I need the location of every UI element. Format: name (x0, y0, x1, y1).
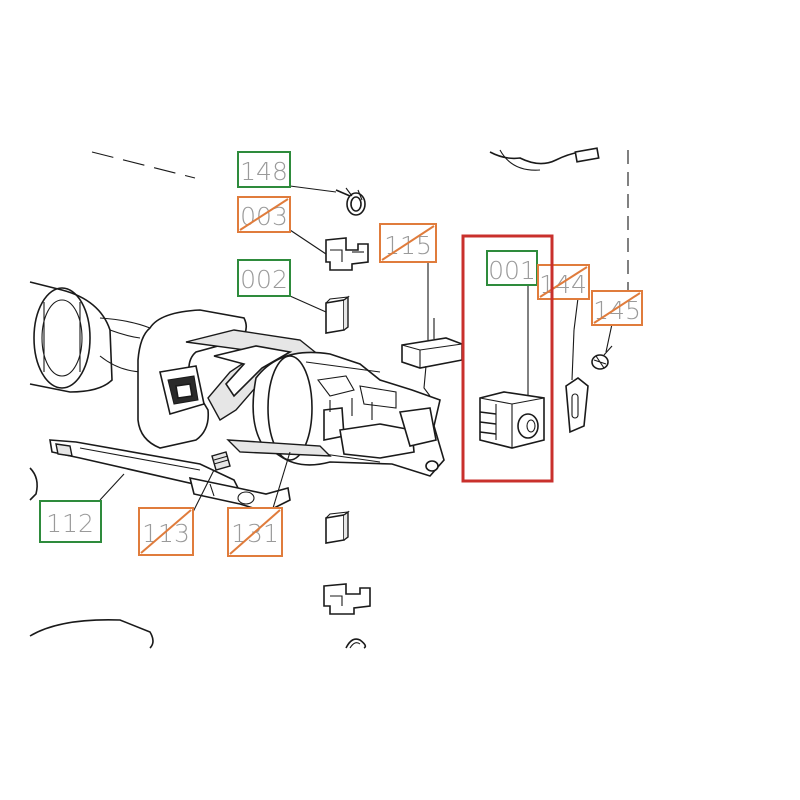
callout-001-box (486, 250, 538, 286)
carbon-brush-002-part (325, 295, 350, 334)
callout-003[interactable]: 003 (237, 196, 291, 233)
callout-115-strike (381, 225, 435, 261)
brush-holder-lower-part (323, 583, 371, 615)
callout-113[interactable]: 113 (138, 507, 194, 556)
callout-145[interactable]: 145 (591, 290, 643, 326)
callout-115[interactable]: 115 (379, 223, 437, 263)
switch-001-part (479, 391, 545, 449)
capacitor-115-part (401, 318, 463, 397)
callout-131-label: 131 (231, 519, 279, 548)
callout-131-strike (229, 509, 281, 555)
callout-148[interactable]: 148 (237, 151, 291, 188)
callout-115-label: 115 (384, 231, 432, 260)
callout-112[interactable]: 112 (39, 500, 102, 543)
screw-145-part (591, 345, 613, 370)
construction-lines (91, 150, 629, 290)
motor-fragment (489, 147, 600, 171)
callout-002-label: 002 (240, 265, 288, 294)
callout-144-label: 144 (539, 270, 587, 299)
callout-113-label: 113 (142, 519, 190, 548)
callout-113-strike (140, 509, 192, 554)
callout-131[interactable]: 131 (227, 507, 283, 557)
callout-144[interactable]: 144 (537, 264, 590, 300)
callout-148-box (237, 151, 291, 188)
callout-145-label: 145 (593, 296, 641, 325)
callout-003-strike (239, 198, 289, 231)
slider-plate-144-part (565, 329, 589, 434)
spring-113-part (211, 451, 231, 471)
callouts: 148 003 002 115 001 144 145 (39, 151, 643, 557)
callout-144-strike (539, 266, 588, 298)
callout-145-strike (593, 292, 641, 324)
brush-holder-003-part (325, 237, 369, 271)
selected-part-highlight (461, 234, 554, 483)
callout-112-box (39, 500, 102, 543)
callout-001-label: 001 (488, 256, 536, 285)
callout-112-label: 112 (46, 509, 94, 538)
spring-148-part (335, 187, 366, 216)
housing-fragment-lower (29, 467, 154, 649)
callout-001[interactable]: 001 (486, 250, 538, 286)
callout-002[interactable]: 002 (237, 259, 291, 297)
carbon-brush-lower-part (325, 510, 350, 544)
callout-002-box (237, 259, 291, 297)
main-housing-assembly (29, 281, 445, 477)
callout-003-label: 003 (240, 202, 288, 231)
lever-131-part (188, 476, 291, 513)
spring-lower-part (345, 638, 367, 649)
callout-148-label: 148 (240, 157, 288, 186)
